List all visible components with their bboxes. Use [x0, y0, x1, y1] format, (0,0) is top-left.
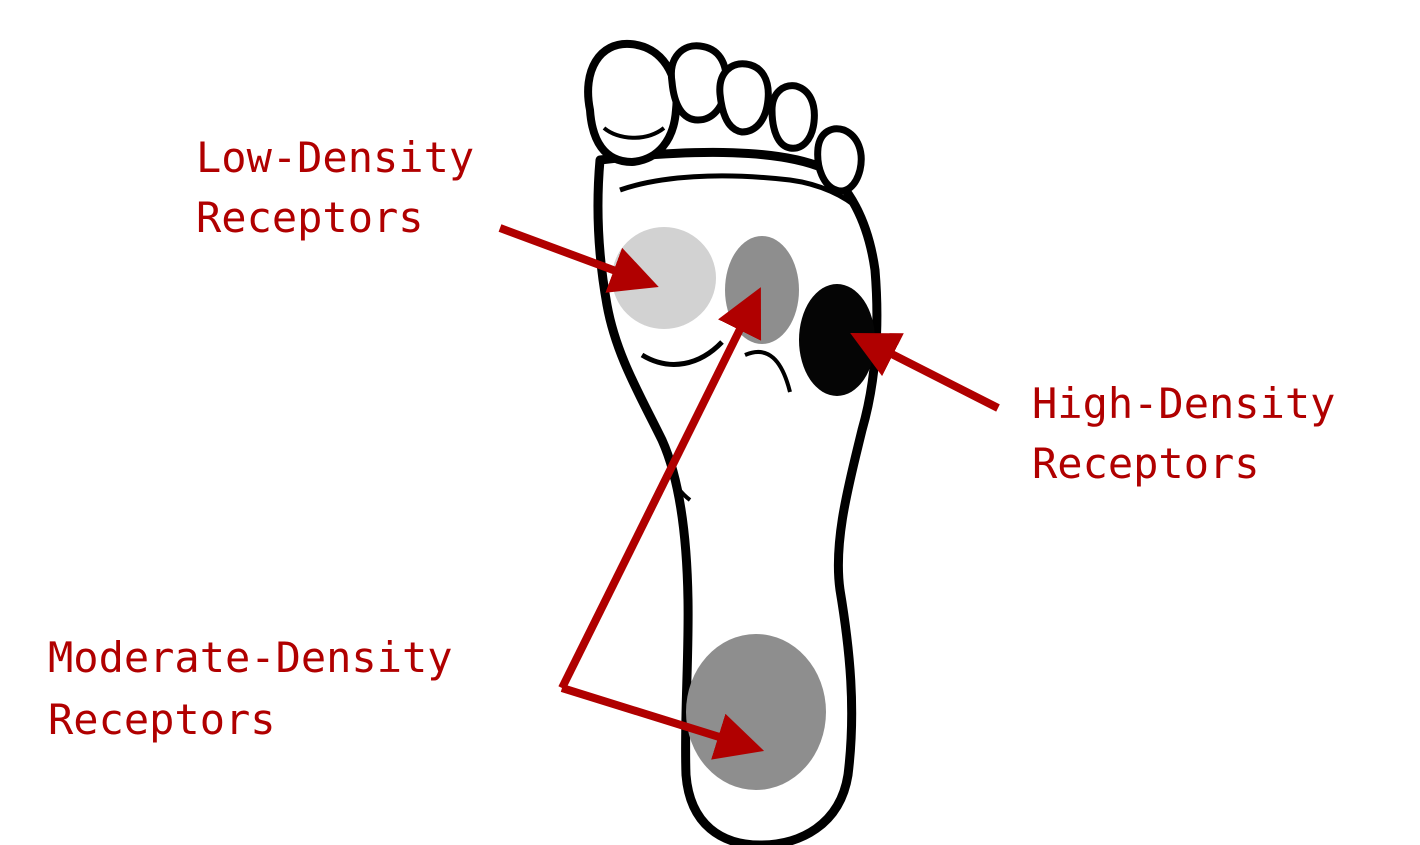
little-toe	[818, 129, 862, 191]
high-density-label-line2: Receptors	[1032, 439, 1260, 488]
high-density-arrow	[868, 342, 998, 408]
third-toe	[720, 64, 768, 132]
low-density-label-line1: Low-Density	[196, 133, 474, 182]
moderate-density-region-heel	[686, 634, 826, 790]
low-density-label-line2: Receptors	[196, 193, 424, 242]
high-density-label-line1: High-Density	[1032, 379, 1335, 428]
fourth-toe	[772, 86, 814, 149]
high-density-region	[799, 284, 875, 396]
moderate-density-label-line2: Receptors	[48, 695, 276, 744]
moderate-density-label-line1: Moderate-Density	[48, 633, 453, 682]
big-toe	[588, 44, 676, 162]
moderate-density-region-forefoot	[725, 236, 799, 344]
